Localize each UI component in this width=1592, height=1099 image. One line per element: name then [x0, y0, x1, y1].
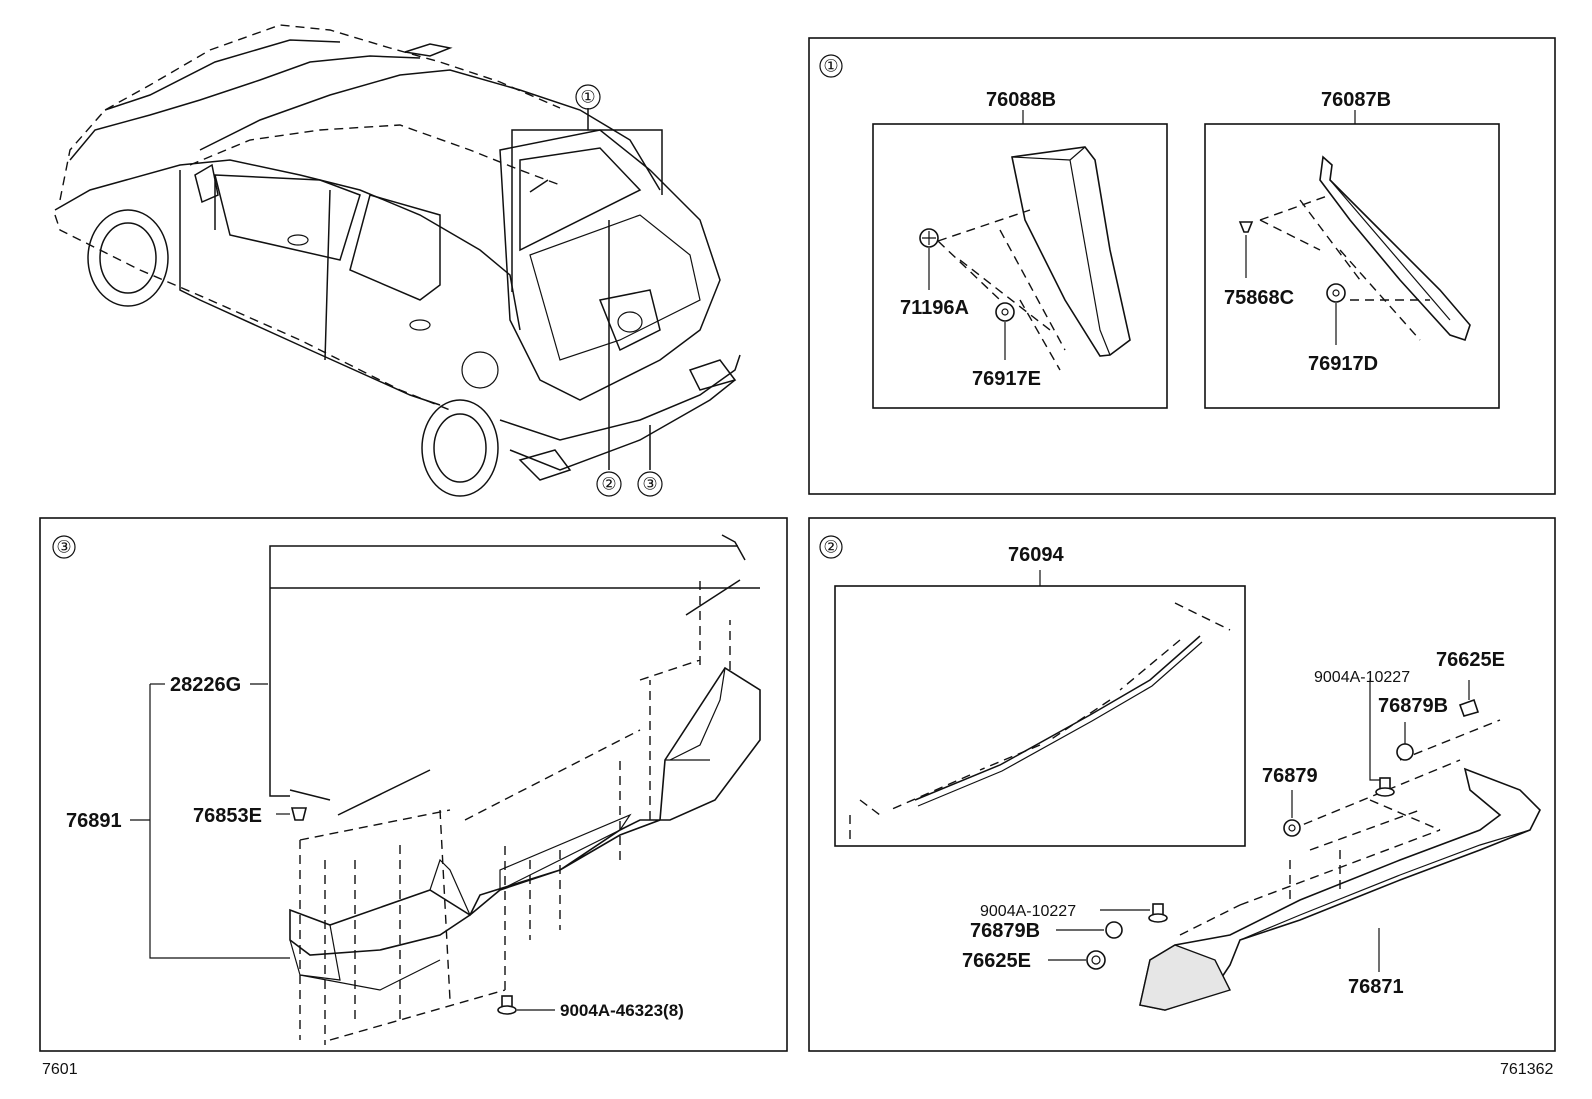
- label-76917e: 76917E: [972, 368, 1041, 390]
- panel-1-frame: [808, 37, 1556, 495]
- panel-2-callout: ②: [823, 538, 838, 557]
- screw-9004a-10227-top-icon: [1369, 678, 1395, 797]
- cushion-76917d-icon: [1326, 283, 1346, 345]
- cushion-76879b-top-icon: [1396, 722, 1414, 761]
- tape-sheet-28226g-illustration: [269, 534, 760, 816]
- label-76879b-bottom: 76879B: [970, 920, 1040, 942]
- clip-76625e-top-icon: [1458, 680, 1480, 717]
- callout-1-overview: ①: [580, 88, 595, 107]
- car-overview-illustration: [54, 24, 741, 497]
- footer-left-code: 7601: [42, 1061, 78, 1078]
- panel-1-callout: ①: [823, 57, 838, 76]
- tape-76094-illustration: [849, 602, 1231, 840]
- label-9004a-46323: 9004A-46323(8): [560, 1001, 684, 1020]
- label-28226g: 28226G: [170, 674, 241, 696]
- clip-71196a-icon: [919, 228, 939, 290]
- label-76879b-top: 76879B: [1378, 695, 1448, 717]
- cushion-76917e-icon: [995, 302, 1015, 360]
- label-9004a-10227-bottom: 9004A-10227: [980, 903, 1076, 920]
- label-76094: 76094: [1008, 544, 1064, 566]
- label-76088b: 76088B: [986, 89, 1056, 111]
- part-76088b-illustration: [937, 146, 1131, 371]
- callout-3-overview: ③: [642, 475, 657, 494]
- label-76625e-top: 76625E: [1436, 649, 1505, 671]
- label-76625e-bottom: 76625E: [962, 950, 1031, 972]
- label-76853e: 76853E: [193, 805, 262, 827]
- panel-2-callout-circle: [819, 535, 843, 559]
- clip-75868c-icon: [1238, 221, 1254, 278]
- label-76871: 76871: [1348, 976, 1404, 998]
- callout-2-overview: ②: [601, 475, 616, 494]
- callout-3-circle: [637, 471, 663, 497]
- screw-9004a-10227-bottom-icon: [1100, 903, 1168, 923]
- bracket-76891: [149, 684, 290, 959]
- callout-1-circle: [575, 84, 601, 110]
- part-76087b-illustration: [1259, 155, 1471, 342]
- label-76917d: 76917D: [1308, 353, 1378, 375]
- screw-9004a-46323-icon: [497, 995, 555, 1015]
- clip-76625e-bottom-icon: [1048, 950, 1106, 970]
- panel-3-frame: [39, 517, 788, 1052]
- label-76879: 76879: [1262, 765, 1318, 787]
- panel-3-callout-circle: [52, 535, 76, 559]
- label-76087b: 76087B: [1321, 89, 1391, 111]
- panel-3-callout: ③: [56, 538, 71, 557]
- rear-bumper-76891-illustration: [289, 580, 761, 1045]
- footer-right-code: 761362: [1500, 1061, 1553, 1078]
- cushion-76879-icon: [1283, 790, 1301, 837]
- panel-1-callout-circle: [819, 54, 843, 78]
- label-76891: 76891: [66, 810, 122, 832]
- rear-spoiler-76871-illustration: [1139, 719, 1541, 1011]
- label-9004a-10227-top: 9004A-10227: [1314, 669, 1410, 686]
- label-75868c: 75868C: [1224, 287, 1294, 309]
- clip-76853e-icon: [276, 807, 308, 821]
- cushion-76879b-bottom-icon: [1056, 921, 1123, 939]
- label-71196a: 71196A: [900, 297, 969, 319]
- callout-2-circle: [596, 471, 622, 497]
